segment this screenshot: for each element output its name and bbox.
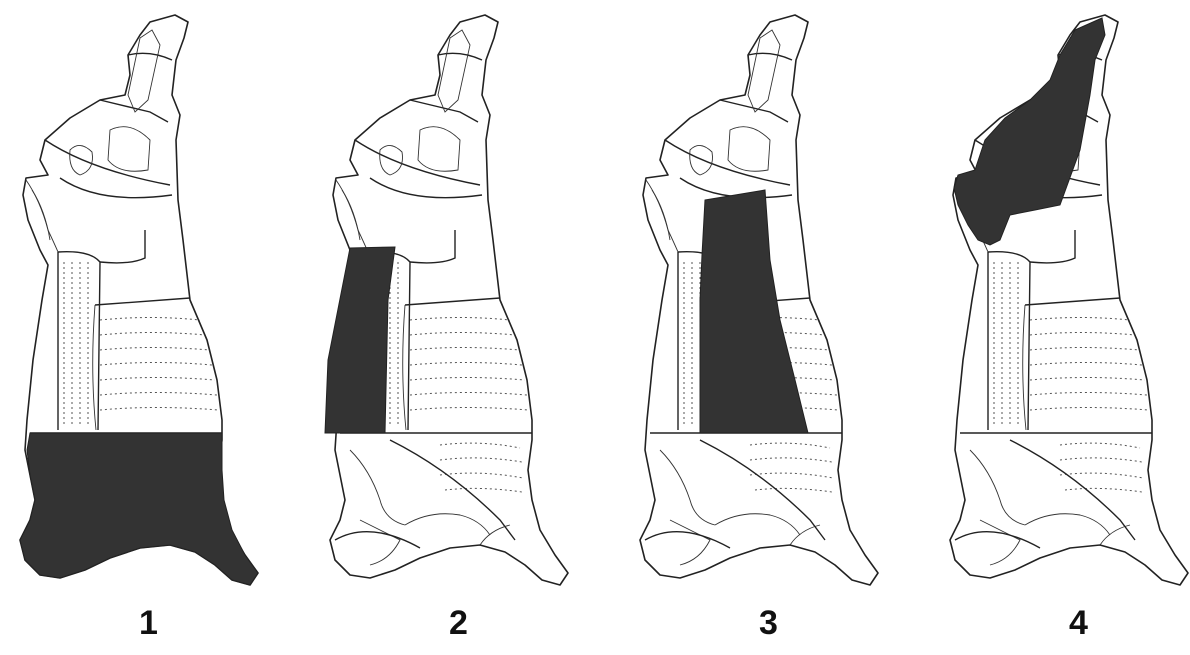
carcass-panel-3: 3 bbox=[620, 0, 917, 655]
carcass-diagram bbox=[620, 0, 917, 600]
carcass-diagram bbox=[0, 0, 297, 600]
carcass-diagram bbox=[930, 0, 1190, 600]
carcass-diagram bbox=[310, 0, 607, 600]
highlight-layer bbox=[325, 247, 395, 433]
highlighted-cut-loin-strip bbox=[325, 247, 395, 433]
carcass-panel-1: 1 bbox=[0, 0, 297, 655]
carcass-panel-2: 2 bbox=[310, 0, 607, 655]
panel-number: 4 bbox=[930, 604, 1190, 643]
carcass-panel-4: 4 bbox=[930, 0, 1190, 655]
panel-number: 3 bbox=[620, 604, 917, 643]
panel-number: 2 bbox=[310, 604, 607, 643]
highlight-layer bbox=[20, 433, 258, 585]
highlighted-cut-hindquarter-lower bbox=[20, 433, 258, 585]
panel-number: 1 bbox=[0, 604, 297, 643]
